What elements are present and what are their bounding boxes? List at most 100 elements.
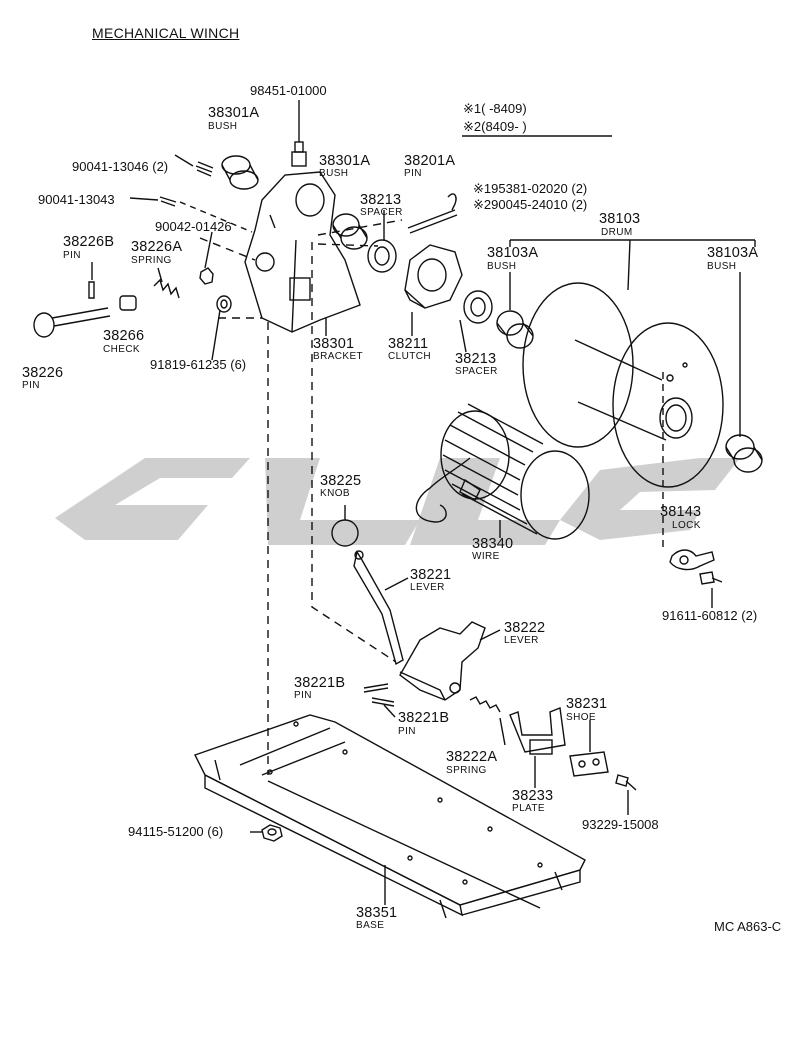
legend-1-mark: ※1 xyxy=(463,101,482,116)
page-title: MECHANICAL WINCH xyxy=(92,25,240,41)
part-name-38103a-right: BUSH xyxy=(707,261,737,272)
washer-91819-icon xyxy=(216,295,232,313)
pin-38221b-icon xyxy=(363,683,395,707)
part-label-38222: 38222 xyxy=(504,620,546,636)
part-label-38103a-left: 38103A xyxy=(487,245,539,261)
wire-coil-38340-icon xyxy=(415,403,590,540)
bush-38301a-left-icon xyxy=(221,155,259,190)
part-label-90041-13043: 90041-13043 xyxy=(38,192,115,207)
pin-38226b-icon xyxy=(88,281,95,299)
shoe-38231-icon xyxy=(569,751,609,777)
part-name-38266: CHECK xyxy=(103,344,141,355)
spring-38222a-icon xyxy=(469,696,501,713)
part-label-38301a-right: 38301A xyxy=(319,153,371,169)
part-name-38301: BRACKET xyxy=(313,351,364,362)
part-label-91819: 91819-61235 (6) xyxy=(150,357,247,372)
diagram-code: MC A863-C xyxy=(714,919,782,934)
watermark-logo xyxy=(55,458,740,545)
part-label-38340: 38340 xyxy=(472,536,514,552)
nut-90042-icon xyxy=(199,267,214,285)
part-name-38225: KNOB xyxy=(320,488,350,499)
legend-1-range: ( -8409) xyxy=(481,101,527,116)
check-38266-icon xyxy=(119,295,137,311)
grease-fitting-icon xyxy=(291,100,307,167)
clutch-38211-icon xyxy=(404,244,463,309)
assembly-lines xyxy=(199,219,403,775)
part-name-38222: LEVER xyxy=(504,635,539,646)
lever-38222-icon xyxy=(399,621,486,701)
part-name-38226: PIN xyxy=(22,380,40,391)
part-name-38213-upper: SPACER xyxy=(360,207,403,218)
part-name-38221b-upper: PIN xyxy=(294,690,312,701)
part-label-38226b: 38226B xyxy=(63,234,115,250)
part-label-38201a: 38201A xyxy=(404,153,456,169)
spacer-38213-upper-icon xyxy=(367,239,397,273)
spacer-38213-lower-icon xyxy=(463,290,493,324)
part-label-98451: 98451-01000 xyxy=(250,83,327,98)
pin-38201a-icon xyxy=(407,193,458,234)
part-name-38201a: PIN xyxy=(404,168,422,179)
part-name-38340: WIRE xyxy=(472,551,500,562)
part-label-94115: 94115-51200 (6) xyxy=(128,824,224,839)
pin-38226-icon xyxy=(33,307,111,338)
bush-38103a-left-icon xyxy=(496,310,534,349)
legend-2-mark: ※2 xyxy=(463,119,482,134)
part-name-38351: BASE xyxy=(356,920,385,931)
legend-line-2: ※2(8409- ) xyxy=(463,120,527,133)
bracket-38301-icon xyxy=(244,171,361,333)
part-name-38233: PLATE xyxy=(512,803,545,814)
part-label-38143: 38143 xyxy=(660,504,702,520)
part-name-38221b-lower: PIN xyxy=(398,726,416,737)
part-label-90042: 90042-01426 xyxy=(155,219,232,234)
part-label-290045: ※290045-24010 (2) xyxy=(473,197,588,212)
part-label-38213-upper: 38213 xyxy=(360,192,402,208)
part-name-38211: CLUTCH xyxy=(388,351,431,362)
base-38351-icon xyxy=(194,714,586,919)
part-label-38221b-upper: 38221B xyxy=(294,675,346,691)
part-name-38226a: SPRING xyxy=(131,255,172,266)
part-label-38301a-left: 38301A xyxy=(208,105,260,121)
bolt-93229-icon xyxy=(615,774,637,791)
part-label-38301: 38301 xyxy=(313,336,355,352)
part-name-38301a-left: BUSH xyxy=(208,121,238,132)
part-label-38225: 38225 xyxy=(320,473,362,489)
part-label-38226a: 38226A xyxy=(131,239,183,255)
leader-lines xyxy=(91,154,756,905)
part-label-38221: 38221 xyxy=(410,567,452,583)
part-label-195381: ※195381-02020 (2) xyxy=(473,181,588,196)
part-name-38221: LEVER xyxy=(410,582,445,593)
lock-38143-icon xyxy=(662,372,715,571)
part-name-38103: DRUM xyxy=(601,227,633,238)
part-label-38221b-lower: 38221B xyxy=(398,710,450,726)
part-label-38211: 38211 xyxy=(388,336,429,352)
drum-38103-icon xyxy=(522,282,724,488)
part-label-38103: 38103 xyxy=(599,211,641,227)
set-screw-icon xyxy=(159,161,253,233)
part-name-38143: LOCK xyxy=(672,520,701,531)
part-name-38213-lower: SPACER xyxy=(455,366,498,377)
part-name-38103a-left: BUSH xyxy=(487,261,517,272)
part-name-38222a: SPRING xyxy=(446,765,487,776)
part-label-38231: 38231 xyxy=(566,696,608,712)
part-name-38226b: PIN xyxy=(63,250,81,261)
legend-2-range: (8409- ) xyxy=(481,119,527,134)
part-label-38266: 38266 xyxy=(103,328,145,344)
plate-38233-icon xyxy=(509,707,566,755)
part-label-38351: 38351 xyxy=(356,905,398,921)
legend-line-1: ※1( -8409) xyxy=(463,102,527,115)
part-label-93229: 93229-15008 xyxy=(582,817,659,832)
part-label-38213-lower: 38213 xyxy=(455,351,497,367)
part-label-38226: 38226 xyxy=(22,365,64,381)
part-label-91611: 91611-60812 (2) xyxy=(662,608,758,623)
part-label-38222a: 38222A xyxy=(446,749,498,765)
part-name-38301a-right: BUSH xyxy=(319,168,349,179)
part-label-90041-13046: 90041-13046 (2) xyxy=(72,159,169,174)
bolt-91611-icon xyxy=(699,571,723,585)
part-label-38103a-right: 38103A xyxy=(707,245,759,261)
part-name-38231: SHOE xyxy=(566,712,596,723)
part-label-38233: 38233 xyxy=(512,788,554,804)
nut-94115-icon xyxy=(261,824,283,842)
lever-38221-icon xyxy=(353,550,404,666)
spring-38226a-icon xyxy=(153,278,180,299)
